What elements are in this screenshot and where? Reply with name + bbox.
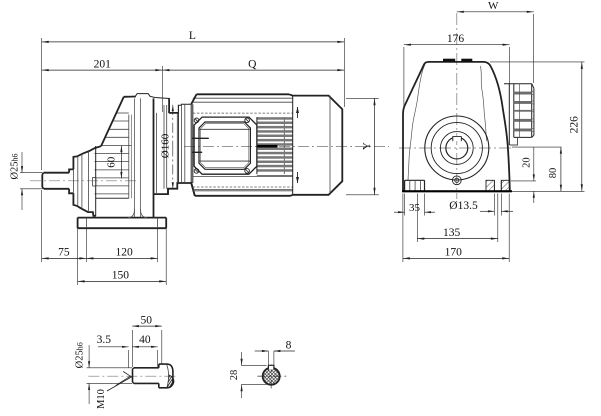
svg-text:Ø25h6: Ø25h6 bbox=[10, 153, 21, 179]
svg-text:8: 8 bbox=[286, 339, 292, 351]
svg-text:Q: Q bbox=[248, 58, 257, 70]
svg-text:80: 80 bbox=[548, 168, 559, 179]
svg-text:L: L bbox=[189, 30, 196, 42]
svg-text:170: 170 bbox=[445, 247, 463, 259]
svg-text:75: 75 bbox=[58, 247, 70, 259]
svg-text:Y: Y bbox=[361, 142, 373, 150]
svg-text:60: 60 bbox=[106, 156, 118, 168]
svg-text:50: 50 bbox=[141, 314, 153, 326]
svg-text:201: 201 bbox=[94, 58, 112, 70]
svg-text:Ø13.5: Ø13.5 bbox=[449, 200, 478, 212]
svg-text:150: 150 bbox=[112, 270, 130, 282]
svg-text:3.5: 3.5 bbox=[97, 334, 112, 346]
svg-text:226: 226 bbox=[568, 116, 580, 134]
svg-text:20: 20 bbox=[521, 157, 532, 168]
svg-text:35: 35 bbox=[409, 202, 421, 214]
svg-text:Ø25h6: Ø25h6 bbox=[75, 342, 86, 368]
svg-text:Ø160: Ø160 bbox=[159, 133, 171, 158]
svg-text:28: 28 bbox=[229, 370, 240, 381]
svg-text:M10: M10 bbox=[96, 389, 107, 409]
svg-text:120: 120 bbox=[115, 247, 133, 259]
svg-text:176: 176 bbox=[447, 33, 465, 45]
svg-text:W: W bbox=[488, 0, 499, 12]
svg-text:40: 40 bbox=[139, 334, 151, 346]
svg-text:135: 135 bbox=[443, 227, 461, 239]
